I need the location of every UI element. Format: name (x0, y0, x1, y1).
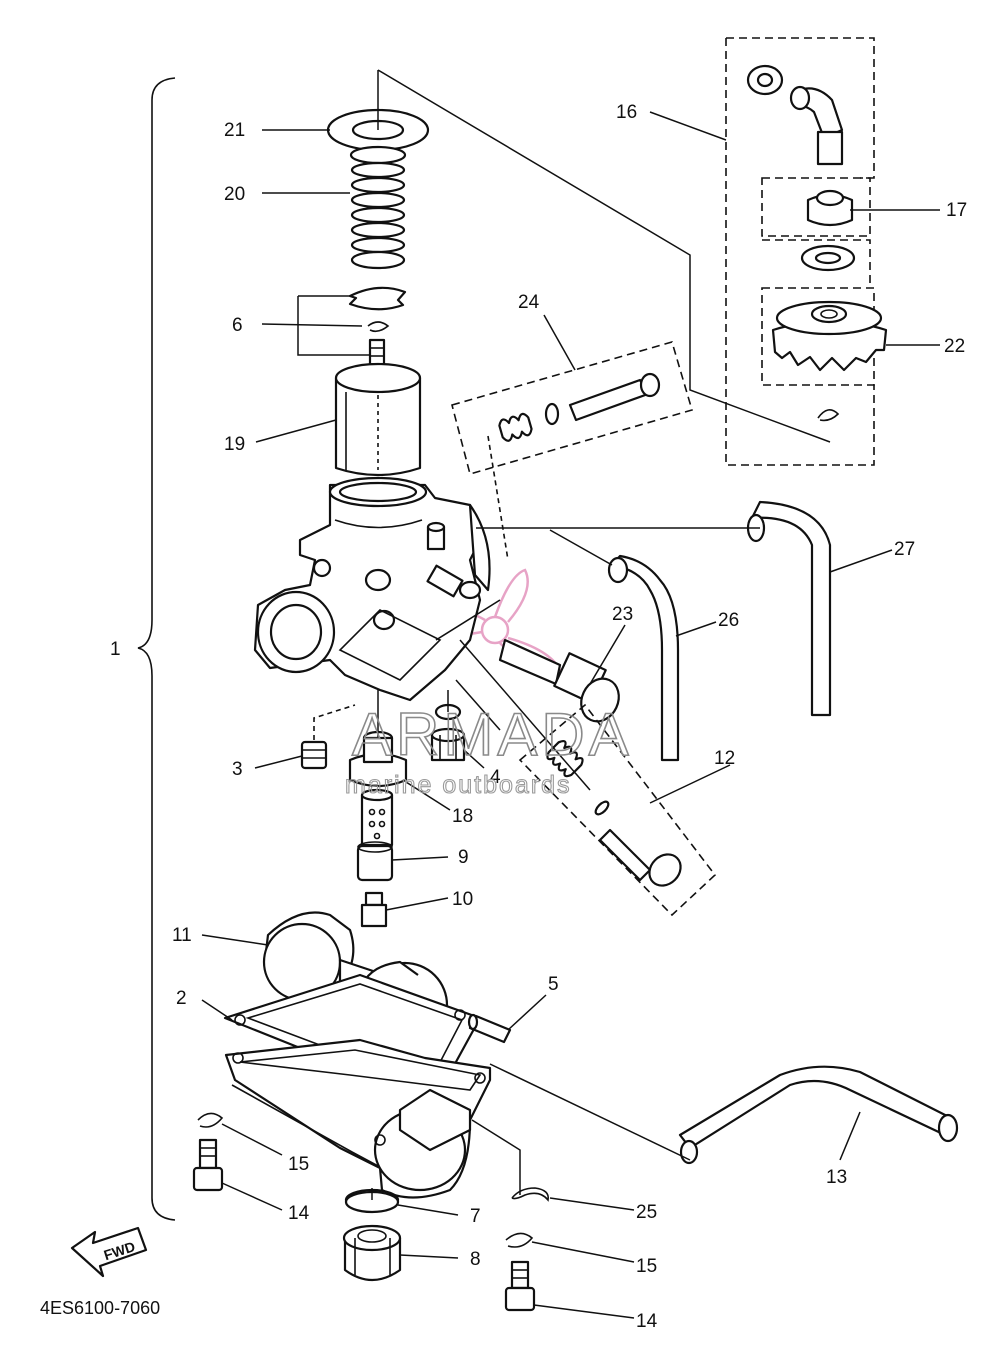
callout-16: 16 (616, 102, 637, 123)
callout-14-left: 14 (288, 1203, 310, 1224)
plunger-part-23 (498, 638, 620, 723)
hose-part-26 (607, 554, 680, 762)
watermark-brand: ARMADA (352, 701, 633, 768)
callout-leaders (201, 111, 940, 1319)
callout-6: 6 (232, 315, 243, 336)
washer-part-15-left (197, 1112, 224, 1128)
fitting-box-16 (725, 37, 875, 466)
callout-15-left: 15 (288, 1154, 309, 1175)
throttle-valve-part-19 (334, 362, 422, 477)
callout-14-right: 14 (636, 1311, 658, 1332)
carburetor-body (253, 476, 501, 702)
screw-part-14-left (192, 1138, 224, 1192)
callout-23: 23 (612, 604, 633, 625)
callout-1: 1 (110, 639, 121, 660)
callout-13: 13 (826, 1167, 847, 1188)
diagram-code: 4ES6100-7060 (40, 1298, 160, 1318)
callout-9: 9 (458, 847, 469, 868)
callout-21: 21 (224, 120, 245, 141)
washer-box (762, 239, 871, 288)
callout-15-right: 15 (636, 1256, 657, 1277)
hose-part-13 (678, 1065, 959, 1165)
jet-holder-part-9 (356, 841, 394, 882)
starter-kit-box-24 (451, 341, 693, 561)
callout-26: 26 (718, 610, 739, 631)
callout-12: 12 (714, 748, 735, 769)
assembly-bracket (137, 77, 176, 1221)
watermark-tagline: marine outboards (345, 771, 572, 799)
callout-4: 4 (490, 767, 501, 788)
callout-labels: 1 2 3 4 5 6 7 8 9 10 11 12 13 14 14 15 1… (110, 102, 967, 1332)
callout-25: 25 (636, 1202, 657, 1223)
pilot-jet-part-4 (430, 703, 466, 762)
callout-10: 10 (452, 889, 473, 910)
screw-part-3 (300, 704, 356, 770)
callout-2: 2 (176, 988, 187, 1009)
top-cap-box-22 (761, 287, 888, 422)
float-bowl (224, 1038, 492, 1199)
spring-part-20 (349, 145, 407, 270)
callout-8: 8 (470, 1249, 481, 1270)
connector-lines (297, 69, 831, 1200)
callout-18: 18 (452, 806, 473, 827)
callout-17: 17 (946, 200, 967, 221)
drain-plug-part-8 (342, 1188, 402, 1282)
screw-part-14-right (504, 1260, 536, 1312)
cap-box-17 (761, 177, 871, 237)
fwd-arrow-icon: FWD (70, 1226, 148, 1278)
callout-3: 3 (232, 759, 243, 780)
callout-7: 7 (470, 1206, 481, 1227)
callout-19: 19 (224, 434, 245, 455)
clip-part-25 (511, 1187, 550, 1202)
hose-part-27 (746, 500, 832, 717)
callout-24: 24 (518, 292, 540, 313)
pin-part-5 (467, 1013, 512, 1044)
needle-jet-part-18 (348, 730, 408, 847)
callout-5: 5 (548, 974, 559, 995)
callout-27: 27 (894, 539, 915, 560)
jet-part-10 (360, 891, 388, 928)
callout-22: 22 (944, 336, 965, 357)
callout-11: 11 (172, 925, 192, 946)
air-screw-box-12 (459, 639, 717, 917)
callout-20: 20 (224, 184, 245, 205)
washer-part-15-right (505, 1232, 534, 1248)
